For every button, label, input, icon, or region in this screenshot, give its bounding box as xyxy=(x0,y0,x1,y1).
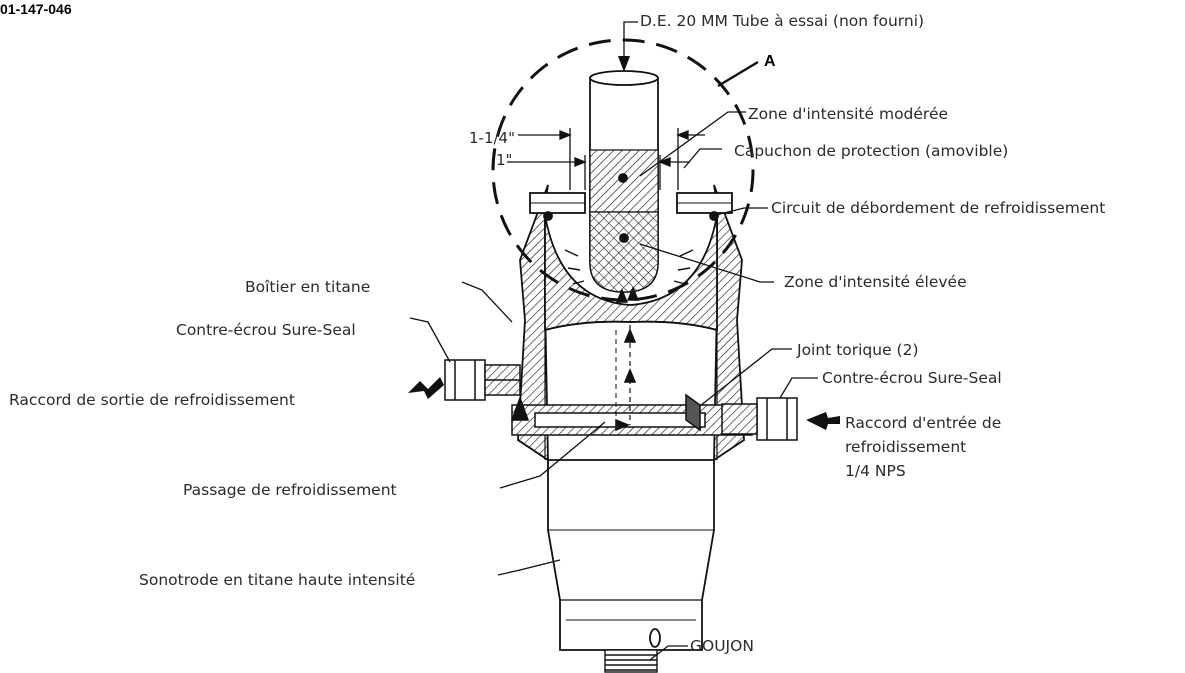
label-protective-cap: Capuchon de protection (amovible) xyxy=(734,142,1009,160)
label-moderate-zone: Zone d'intensité modérée xyxy=(748,105,949,123)
leader-lines xyxy=(409,21,818,661)
horn-body xyxy=(547,459,715,651)
label-locknut-left: Contre-écrou Sure-Seal xyxy=(176,321,356,339)
label-test-tube: D.E. 20 MM Tube à essai (non fourni) xyxy=(640,12,925,30)
ultrasonic-rays xyxy=(564,249,694,303)
test-tube xyxy=(589,70,659,293)
part-number: 01-147-046 xyxy=(0,1,72,17)
label-outlet-fitting: Raccord de sortie de refroidissement xyxy=(9,391,295,409)
cooling-passage xyxy=(510,325,753,436)
label-oring: Joint torique (2) xyxy=(797,341,919,359)
label-locknut-right: Contre-écrou Sure-Seal xyxy=(822,369,1002,387)
outlet-fitting xyxy=(444,359,521,401)
label-overflow-circuit: Circuit de débordement de refroidissemen… xyxy=(771,199,1106,217)
label-inlet-line-2: refroidissement xyxy=(845,438,967,456)
label-high-intensity-zone: Zone d'intensité élevée xyxy=(784,273,967,291)
label-cooling-passage: Passage de refroidissement xyxy=(183,481,397,499)
stud xyxy=(604,649,658,673)
label-inlet-line-1: Raccord d'entrée de xyxy=(845,414,1002,432)
detail-a-circle xyxy=(491,38,755,302)
label-inlet-line-3: 1/4 NPS xyxy=(845,462,906,480)
dimension-inner-label: 1" xyxy=(496,151,513,169)
label-titanium-housing: Boîtier en titane xyxy=(245,278,371,296)
label-horn: Sonotrode en titane haute intensité xyxy=(139,571,416,589)
dimension-outer-label: 1-1/4" xyxy=(469,129,515,147)
inlet-fitting xyxy=(721,397,798,441)
label-stud: GOUJON xyxy=(690,637,754,655)
detail-a-label: A xyxy=(764,53,776,70)
flow-arrows xyxy=(408,377,840,430)
